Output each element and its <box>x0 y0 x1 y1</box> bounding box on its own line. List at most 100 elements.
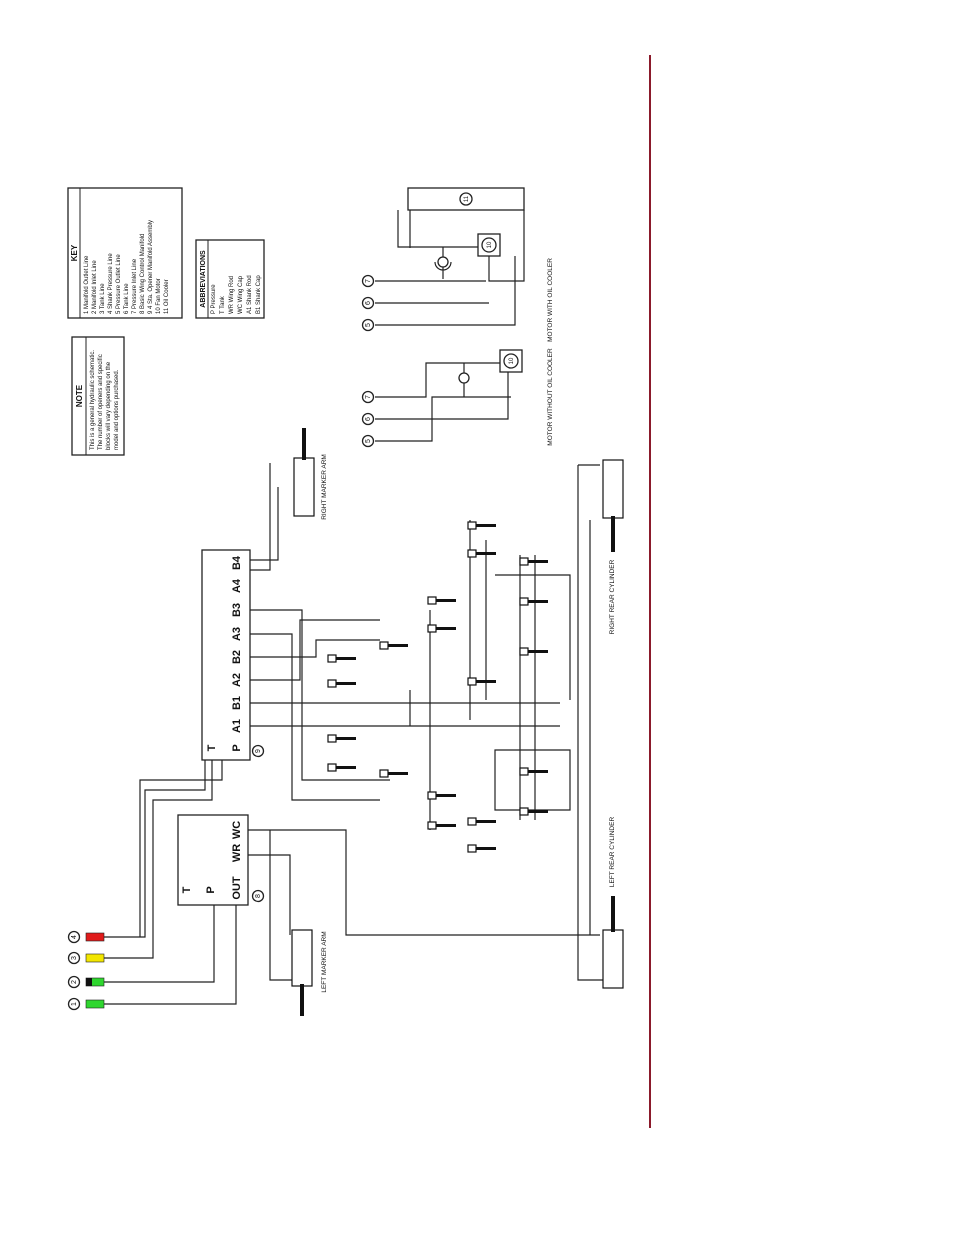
key-item: 2 Manifold Inlet Line <box>92 260 98 314</box>
port-P8: P <box>205 886 217 893</box>
right-rear-cylinder: RIGHT REAR CYLINDER <box>602 459 624 634</box>
svg-text:10: 10 <box>509 357 515 364</box>
note-line: The number of openers and specific <box>98 354 104 450</box>
note-box: NOTE This is a general hydraulic schemat… <box>71 336 125 456</box>
key-item: 3 Tank Line <box>100 283 106 314</box>
svg-text:1: 1 <box>71 1002 78 1006</box>
key-item: 6 Tank Line <box>124 283 130 314</box>
note-title: NOTE <box>75 384 84 407</box>
opener-cyl <box>519 807 548 816</box>
svg-text:6: 6 <box>365 417 372 421</box>
note-line: This is a general hydraulic schematic. <box>90 350 96 450</box>
svg-text:6: 6 <box>365 301 372 305</box>
callout-11: 11 <box>464 195 470 202</box>
opener-cyl <box>467 677 496 686</box>
opener-cyl <box>467 817 496 826</box>
key-item: 10 Fan Motor <box>156 278 162 314</box>
callout-1: 1 <box>67 997 81 1011</box>
port-A1: A1 <box>231 719 243 733</box>
callout-5-cooler: 5 <box>361 318 375 332</box>
abbreviation-item: WR Wing Rod <box>229 276 235 314</box>
port-P: P <box>231 744 243 751</box>
right-marker-arm-cylinder: RIGHT MARKER ARM <box>250 428 328 571</box>
label-left-marker-arm: LEFT MARKER ARM <box>321 931 328 992</box>
key-item: 5 Pressure Outlet Line <box>116 254 122 314</box>
svg-text:2: 2 <box>71 980 78 984</box>
opener-cyl <box>467 521 496 530</box>
label-right-marker-arm: RIGHT MARKER ARM <box>321 454 328 520</box>
callout-6-cooler: 6 <box>361 296 375 310</box>
opener-cyl <box>519 557 548 566</box>
port-T: T <box>206 744 218 751</box>
key-box: KEY 1 Manifold Outlet Line 2 Manifold In… <box>67 187 183 319</box>
opener-cyl <box>467 549 496 558</box>
abbreviation-item: A1 Shank Rod <box>247 275 253 314</box>
key-title: KEY <box>70 244 79 261</box>
schematic-drawing: NOTE This is a general hydraulic schemat… <box>67 187 624 1016</box>
port-T8: T <box>181 886 193 893</box>
callout-7-cooler: 7 <box>361 274 375 288</box>
label-right-rear-cylinder: RIGHT REAR CYLINDER <box>609 559 616 634</box>
key-item: 4 Shank Pressure Line <box>108 253 114 314</box>
abbreviations-box: ABBREVIATIONS P Pressure T Tank WR Wing … <box>195 239 265 319</box>
opener-cyl <box>327 763 356 772</box>
svg-text:5: 5 <box>365 439 372 443</box>
opener-cyl <box>519 597 548 606</box>
port-A2: A2 <box>231 673 243 687</box>
opener-cyl <box>327 654 356 663</box>
abbreviation-item: WC Wing Cap <box>238 275 244 314</box>
port-WC: WC <box>231 821 243 839</box>
key-item: 7 Pressure Inlet Line <box>132 258 138 314</box>
callout-2: 2 <box>67 975 81 989</box>
label-motor-without-cooler: MOTOR WITHOUT OIL COOLER <box>547 348 554 446</box>
left-rear-cylinder: LEFT REAR CYLINDER <box>602 817 624 989</box>
callout-7: 7 <box>361 390 375 404</box>
note-line: model and options purchased. <box>114 369 120 450</box>
line4-marker <box>85 932 105 942</box>
note-line: blocks will vary depending on the <box>106 361 112 450</box>
opener-cyl <box>427 791 456 800</box>
abbreviation-item: B1 Shank Cap <box>256 275 262 314</box>
port-OUT: OUT <box>231 876 243 900</box>
opener-cyl <box>379 641 408 650</box>
key-item: 11 Oil Cooler <box>164 279 170 314</box>
svg-text:5: 5 <box>365 323 372 327</box>
key-item: 8 Basic Wing Control Manifold <box>140 234 146 314</box>
port-B2: B2 <box>231 650 243 664</box>
abbreviations-title: ABBREVIATIONS <box>200 250 207 308</box>
key-item: 9 4 Sta. Opener Manifold Assembly <box>148 220 154 314</box>
callout-9: 9 <box>255 749 262 753</box>
port-A3: A3 <box>231 627 243 641</box>
opener-manifold-9: P T A1 B1 A2 B2 A3 B3 A4 B4 9 <box>201 549 265 761</box>
svg-text:7: 7 <box>365 395 372 399</box>
callout-8: 8 <box>255 894 262 898</box>
opener-cylinders <box>327 521 548 853</box>
callout-5: 5 <box>361 434 375 448</box>
opener-cyl <box>519 767 548 776</box>
callout-10: 10 <box>487 241 493 248</box>
svg-text:3: 3 <box>71 956 78 960</box>
motor-without-oil-cooler: 10 5 6 7 MOTOR WITHOUT OIL COOLER <box>361 348 554 448</box>
wing-control-manifold-8: T P OUT WR WC 8 <box>177 814 265 906</box>
port-WR: WR <box>231 844 243 862</box>
line3-marker <box>85 953 105 963</box>
port-B1: B1 <box>231 696 243 710</box>
line1-marker <box>85 999 105 1009</box>
svg-text:7: 7 <box>365 279 372 283</box>
port-B4: B4 <box>231 555 243 570</box>
callout-6: 6 <box>361 412 375 426</box>
opener-cyl <box>327 679 356 688</box>
opener-cyl <box>327 734 356 743</box>
opener-cyl <box>427 624 456 633</box>
supply-lines: 4 3 2 1 <box>67 760 237 1011</box>
wing-lines <box>248 464 610 981</box>
opener-distribution <box>250 520 571 830</box>
label-motor-with-cooler: MOTOR WITH OIL COOLER <box>547 258 554 342</box>
abbreviation-item: P Pressure <box>211 284 217 314</box>
left-marker-arm-cylinder: LEFT MARKER ARM <box>291 929 328 1016</box>
callout-4: 4 <box>67 930 81 944</box>
opener-cyl <box>379 769 408 778</box>
port-B3: B3 <box>231 603 243 617</box>
opener-cyl <box>427 596 456 605</box>
